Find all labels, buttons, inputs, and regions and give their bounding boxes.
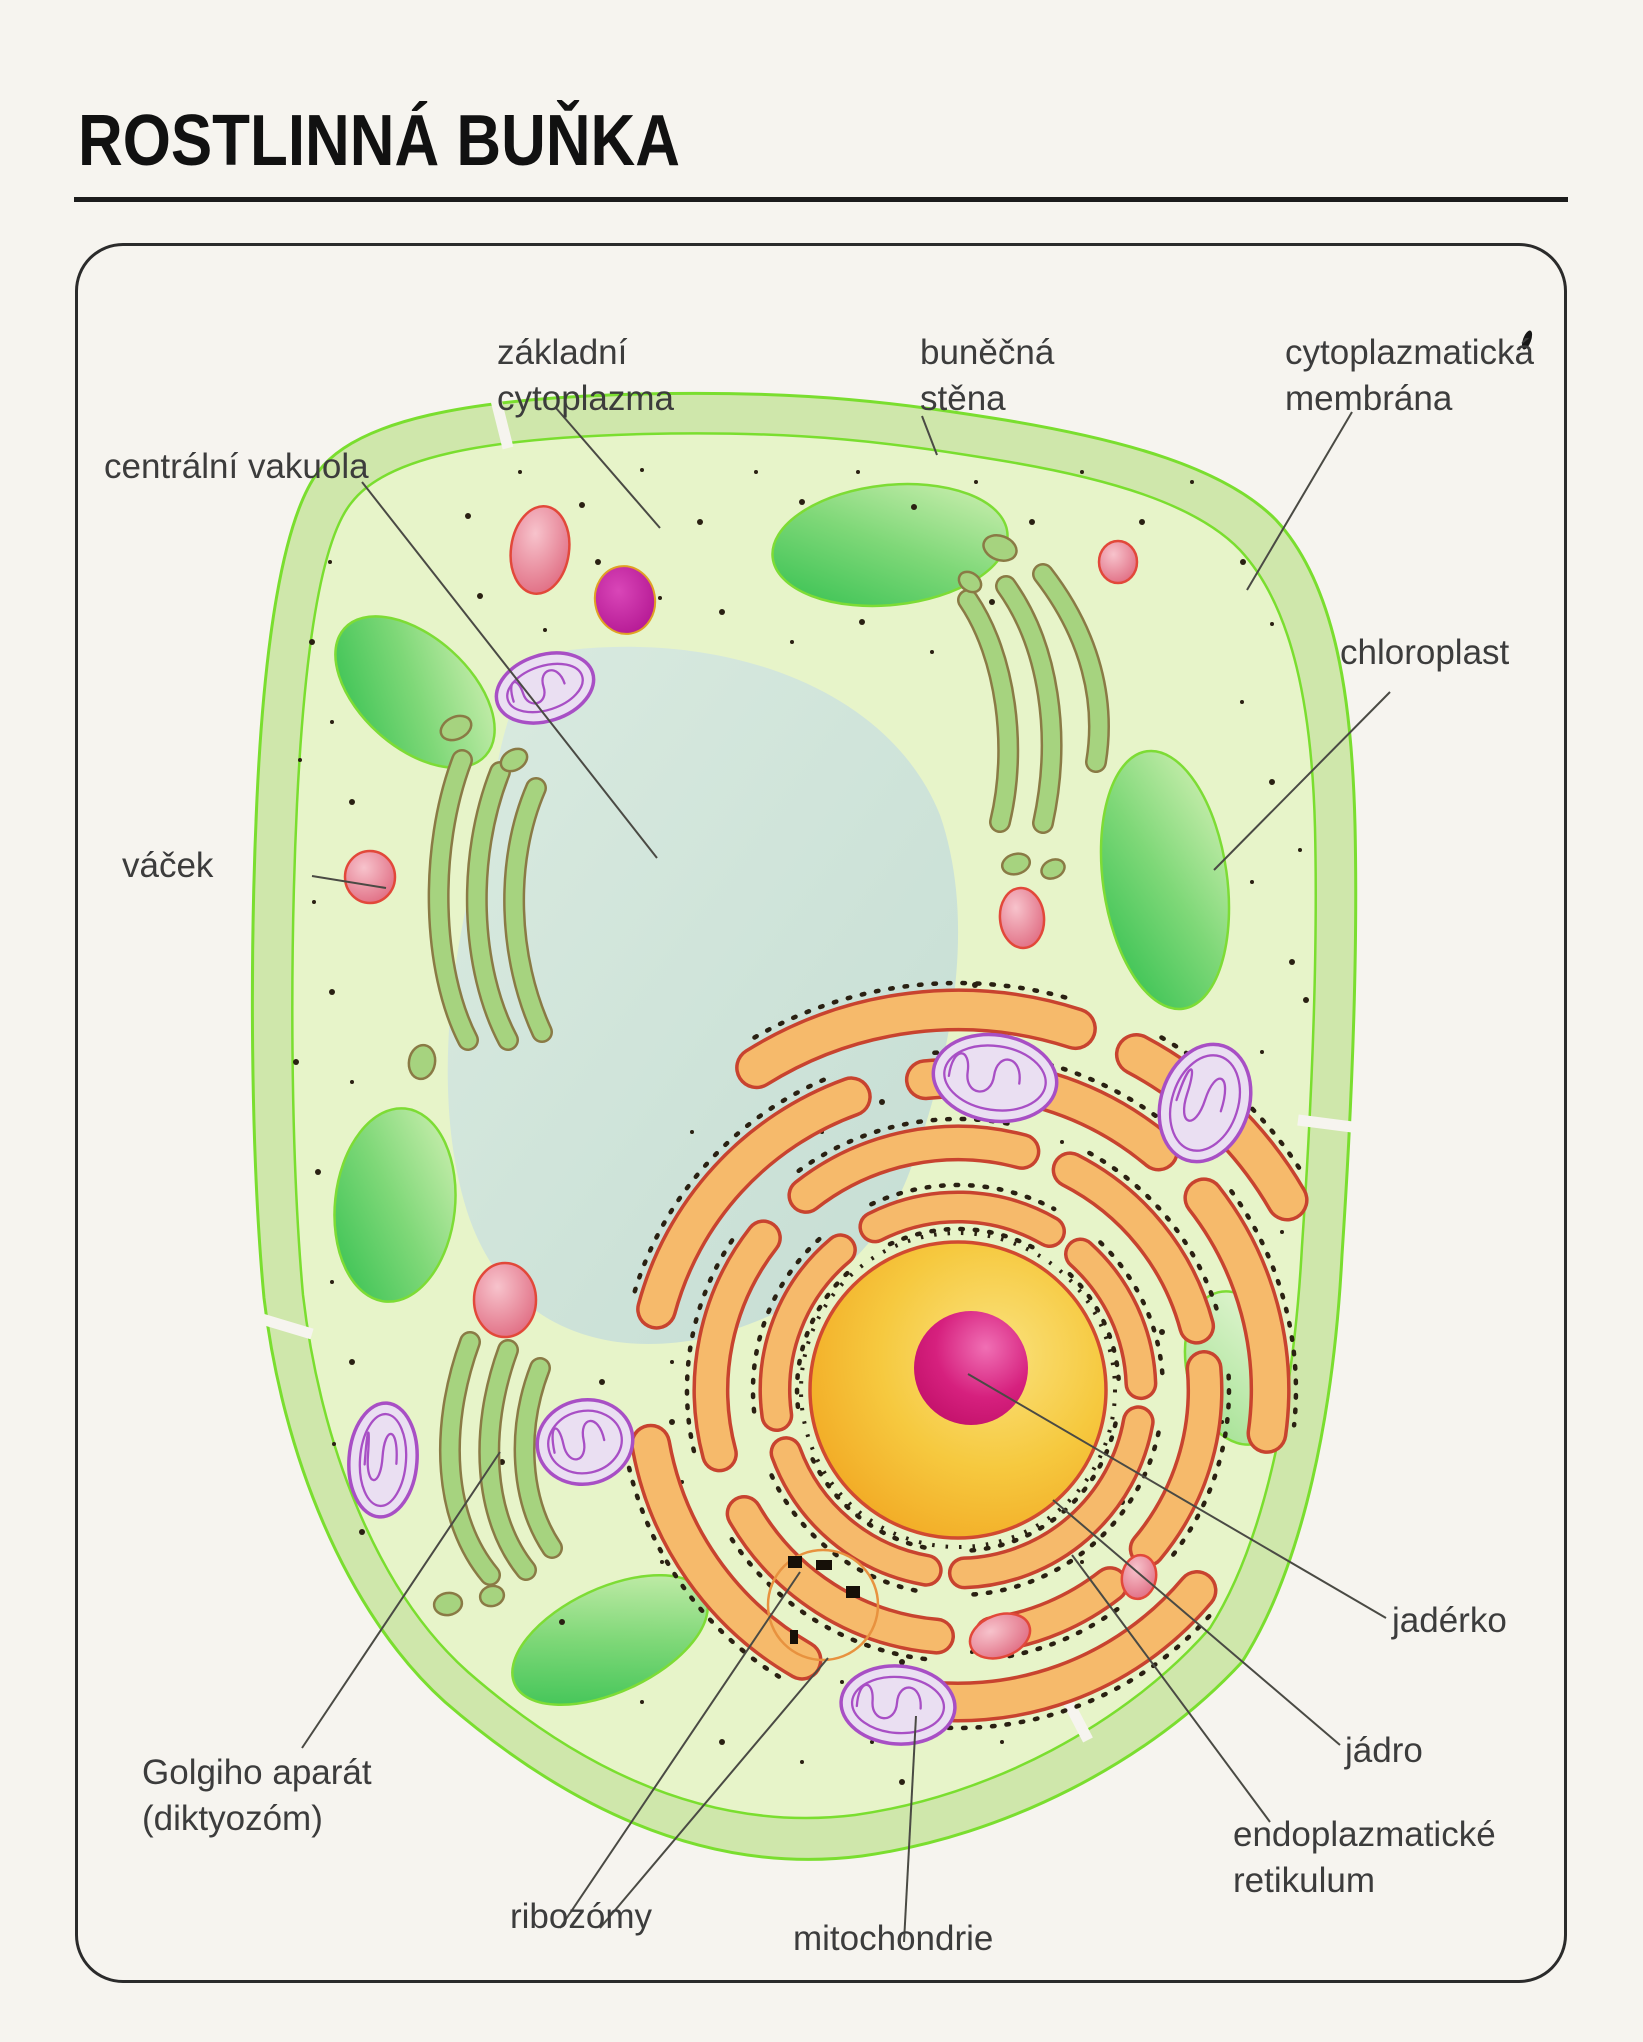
label-vesicle: váček bbox=[122, 846, 214, 885]
label-ribosomes: ribozómy bbox=[510, 1897, 652, 1936]
nucleolus bbox=[914, 1311, 1028, 1425]
label-cytoplasmic-membrane: cytoplazmatická membrána bbox=[1285, 333, 1534, 418]
label-central-vacuole: centrální vakuola bbox=[104, 447, 369, 486]
title-underline bbox=[74, 197, 1568, 202]
label-chloroplast: chloroplast bbox=[1340, 633, 1510, 672]
label-basic-cytoplasm: základní cytoplazma bbox=[497, 333, 675, 418]
mitochondria bbox=[347, 651, 1253, 1746]
magenta-vesicle bbox=[593, 565, 657, 635]
vesicles bbox=[343, 504, 1158, 1660]
page-title: ROSTLINNÁ BUŇKA bbox=[78, 101, 680, 181]
ink-speck bbox=[1521, 330, 1533, 350]
diagram-frame bbox=[75, 243, 1567, 1983]
golgi-apparatus bbox=[407, 534, 1110, 1617]
label-mitochondria: mitochondrie bbox=[793, 1919, 994, 1958]
leader-lines bbox=[301, 407, 1391, 1943]
label-nucleolus: jadérko bbox=[1392, 1601, 1507, 1640]
label-cell-wall: buněčná stěna bbox=[920, 333, 1055, 418]
label-endoplasmic-reticulum: endoplazmatické retikulum bbox=[1233, 1815, 1496, 1900]
label-golgi-apparatus: Golgiho aparát (diktyozóm) bbox=[142, 1753, 372, 1838]
ribosome-zoom-circle bbox=[766, 1548, 880, 1662]
label-nucleus: jádro bbox=[1345, 1731, 1423, 1770]
